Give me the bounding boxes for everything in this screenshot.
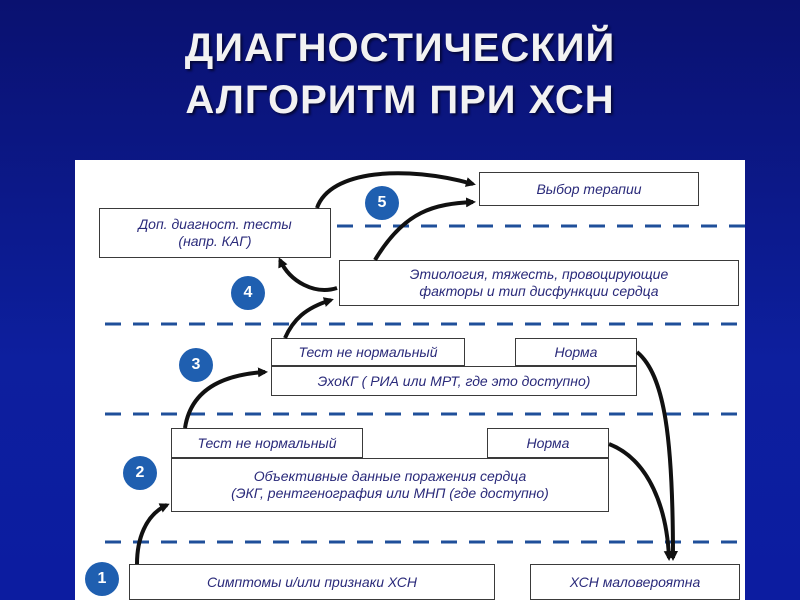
step-badge-5: 5 xyxy=(365,186,399,220)
step-badge-1: 1 xyxy=(85,562,119,596)
box-extra-tests-line2: (напр. КАГ) xyxy=(178,233,252,249)
step-5-label: 5 xyxy=(377,194,387,211)
step-3-label: 3 xyxy=(191,356,201,373)
box-abnormal-3: Тест не нормальный xyxy=(271,338,465,366)
box-therapy: Выбор терапии xyxy=(479,172,699,206)
box-echo-label: ЭхоКГ ( РИА или МРТ, где это доступно) xyxy=(317,372,591,389)
box-abnormal-2: Тест не нормальный xyxy=(171,428,363,458)
box-extra-tests: Доп. диагност. тесты (напр. КАГ) xyxy=(99,208,331,258)
arrow-2-to-3 xyxy=(183,367,268,429)
box-symptoms-label: Симптомы и/или признаки ХСН xyxy=(207,573,417,590)
arrow-extra-to-therapy xyxy=(315,171,476,209)
box-objective-line2: (ЭКГ, рентгенография или МНП (где доступ… xyxy=(231,485,549,501)
box-normal-2: Норма xyxy=(487,428,609,458)
arrow-3-to-4 xyxy=(283,297,334,339)
box-normal-3: Норма xyxy=(515,338,637,366)
box-symptoms: Симптомы и/или признаки ХСН xyxy=(129,564,495,600)
diagram-panel: Выбор терапии Доп. диагност. тесты (напр… xyxy=(75,160,745,600)
box-echo: ЭхоКГ ( РИА или МРТ, где это доступно) xyxy=(271,366,637,396)
arrow-etiology-to-therapy xyxy=(373,197,476,262)
box-etiology-line1: Этиология, тяжесть, провоцирующие xyxy=(409,266,669,282)
step-4-label: 4 xyxy=(243,284,253,301)
box-extra-tests-line1: Доп. диагност. тесты xyxy=(138,216,292,232)
box-normal-3-label: Норма xyxy=(554,343,598,360)
arrow-1-to-2 xyxy=(135,503,170,565)
title-line-2: АЛГОРИТМ ПРИ ХСН xyxy=(185,78,615,122)
step-badge-2: 2 xyxy=(123,456,157,490)
box-abnormal-2-label: Тест не нормальный xyxy=(197,434,337,451)
box-etiology: Этиология, тяжесть, провоцирующие фактор… xyxy=(339,260,739,306)
box-normal-2-label: Норма xyxy=(526,434,570,451)
title-line-1: ДИАГНОСТИЧЕСКИЙ xyxy=(184,26,616,70)
box-etiology-line2: факторы и тип дисфункции сердца xyxy=(419,283,659,299)
arrows xyxy=(135,171,678,565)
box-abnormal-3-label: Тест не нормальный xyxy=(298,343,438,360)
step-badge-4: 4 xyxy=(231,276,265,310)
step-badge-3: 3 xyxy=(179,348,213,382)
arrow-4-to-extra xyxy=(278,257,338,292)
arrow-normal3-to-unlikely xyxy=(635,350,678,561)
step-1-label: 1 xyxy=(97,570,107,587)
dashed-separators xyxy=(105,224,745,544)
box-unlikely: ХСН маловероятна xyxy=(530,564,740,600)
box-unlikely-label: ХСН маловероятна xyxy=(569,573,701,590)
box-objective: Объективные данные поражения сердца (ЭКГ… xyxy=(171,458,609,512)
page-title: ДИАГНОСТИЧЕСКИЙ АЛГОРИТМ ПРИ ХСН xyxy=(0,22,800,126)
diagram-connectors xyxy=(105,171,745,565)
box-therapy-label: Выбор терапии xyxy=(536,180,642,197)
step-2-label: 2 xyxy=(135,464,145,481)
box-objective-line1: Объективные данные поражения сердца xyxy=(253,468,527,484)
arrow-normal2-to-unlikely xyxy=(608,442,674,561)
